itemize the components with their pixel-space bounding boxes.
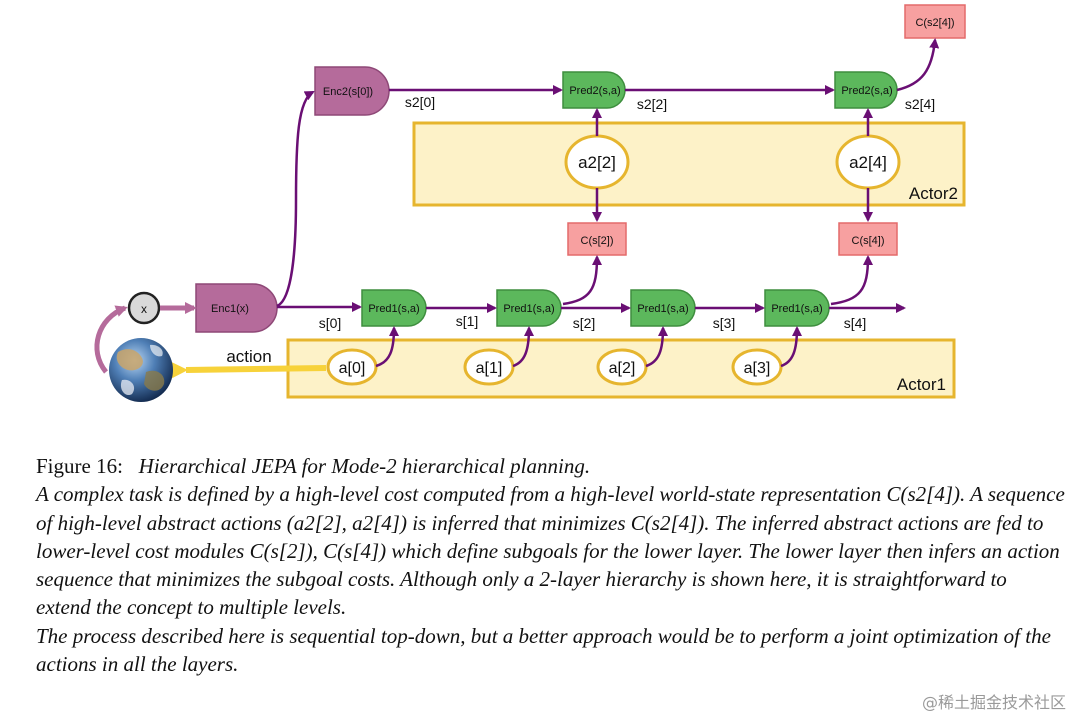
arrow-pred2-to-top-cost (896, 38, 940, 92)
pred1-block-2 (630, 289, 696, 327)
s2-0-label: s2[0] (405, 94, 435, 110)
s2-4-label: s2[4] (905, 96, 935, 112)
actor1-label: Actor1 (897, 375, 946, 394)
enc1-label: Enc1(x) (211, 303, 249, 315)
caption-title-line: Figure 16: Hierarchical JEPA for Mode-2 … (36, 452, 1066, 480)
s2-2-label: s2[2] (637, 96, 667, 112)
arrow-a0-to-pred1 (375, 326, 399, 368)
x-node (127, 291, 161, 325)
cost-s2-box (567, 222, 627, 256)
hierarchical-jepa-diagram: Actor2 Actor1 C(s2[4]) Enc2(s[0]) Pred2(… (94, 4, 966, 402)
x-label: x (141, 302, 147, 316)
earth-globe-icon (109, 338, 173, 402)
s1-label: s[1] (456, 313, 479, 329)
figure-title: Hierarchical JEPA for Mode-2 hierarchica… (138, 454, 591, 478)
s3-label: s[3] (713, 315, 736, 331)
action-arrow (171, 362, 327, 379)
s0-label: s[0] (319, 315, 342, 331)
arrow-a3-to-pred1 (780, 326, 802, 368)
top-cost-label: C(s2[4]) (915, 17, 954, 29)
enc2-label: Enc2(s[0]) (323, 86, 373, 98)
pred1-label-1: Pred1(s,a) (503, 303, 554, 315)
pred1-label-0: Pred1(s,a) (368, 303, 419, 315)
a2-node (596, 348, 648, 386)
cost-s4-label: C(s[4]) (852, 235, 885, 247)
pred2-block-b (834, 71, 898, 109)
a1-label: a[1] (476, 360, 503, 377)
s2-label: s[2] (573, 315, 596, 331)
action-label: action (226, 347, 271, 366)
actor2-label: Actor2 (909, 184, 958, 203)
a2-label: a[2] (609, 360, 636, 377)
a2-4-label: a2[4] (849, 153, 887, 172)
pred2-block-a (562, 71, 626, 109)
a2-2-label: a2[2] (578, 153, 616, 172)
cost-s2-label: C(s[2]) (581, 235, 614, 247)
enc1-block (195, 283, 278, 333)
a0-node (326, 348, 378, 386)
pred2-label-b: Pred2(s,a) (841, 85, 892, 97)
pred1-block-1 (496, 289, 562, 327)
s4-label: s[4] (844, 315, 867, 331)
pred1-block-0 (361, 289, 427, 327)
caption-paragraph-1: A complex task is defined by a high-leve… (36, 482, 1065, 620)
enc2-block (314, 66, 390, 116)
pred1-label-2: Pred1(s,a) (637, 303, 688, 315)
pred2-label-a: Pred2(s,a) (569, 85, 620, 97)
arrow-pred1-to-cost-s2 (562, 255, 602, 306)
a3-node (731, 348, 783, 386)
arrow-a2-to-pred1 (645, 326, 668, 368)
figure-caption: Figure 16: Hierarchical JEPA for Mode-2 … (36, 452, 1066, 678)
pred1-block-3 (764, 289, 830, 327)
top-cost-box (904, 4, 966, 39)
cost-s4-box (838, 222, 898, 256)
arrow-a1-to-pred1 (512, 326, 534, 368)
arrow-enc1-to-enc2 (276, 90, 315, 308)
arrow-earth-to-x (94, 305, 128, 374)
a0-label: a[0] (339, 360, 366, 377)
watermark: @稀土掘金技术社区 (921, 693, 1066, 712)
arrow-pred1-to-cost-s4 (830, 255, 873, 306)
a1-node (463, 348, 515, 386)
figure-label: Figure 16: (36, 454, 123, 478)
pred1-label-3: Pred1(s,a) (771, 303, 822, 315)
a3-label: a[3] (744, 360, 771, 377)
caption-paragraph-2: The process described here is sequential… (36, 623, 1051, 677)
